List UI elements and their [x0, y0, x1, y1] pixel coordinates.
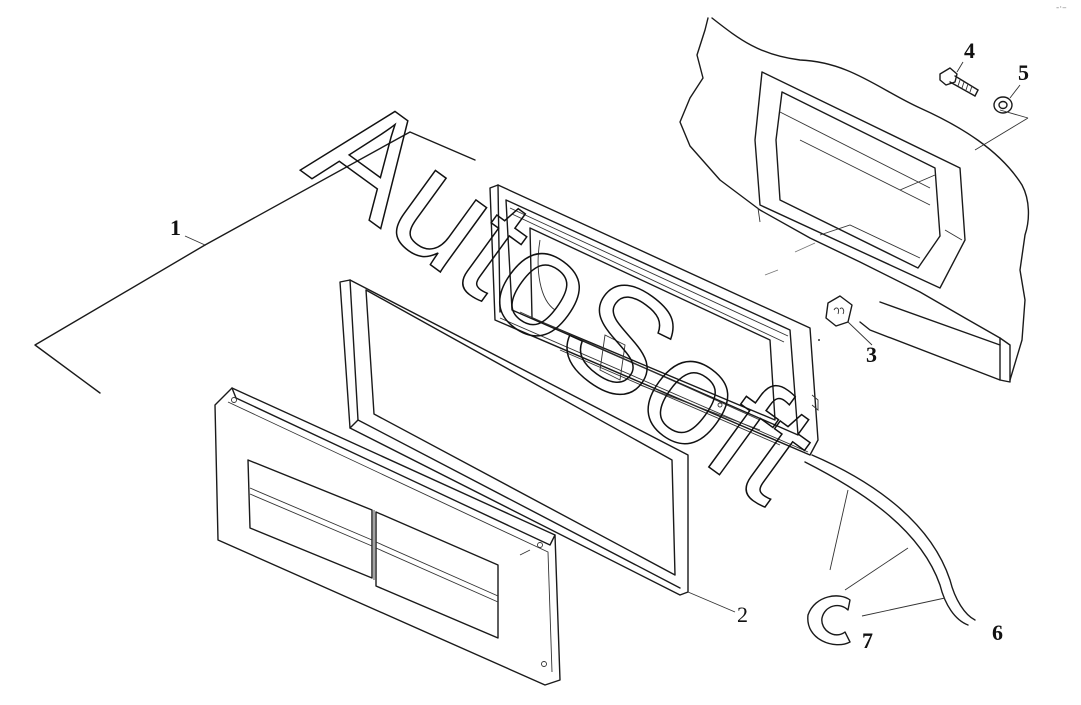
- part-label-1: 1: [170, 215, 181, 240]
- part-label-2: 2: [737, 602, 748, 627]
- part-label-5: 5: [1018, 60, 1029, 85]
- clip-part-3: [825, 295, 853, 327]
- part-label-4: 4: [964, 38, 975, 63]
- part-label-7: 7: [862, 628, 873, 653]
- weatherstrip-part-6: [804, 454, 976, 626]
- body-panel: [679, 17, 1030, 383]
- frame-assembly: [489, 184, 819, 456]
- part-label-6: 6: [992, 620, 1003, 645]
- bolt-part-4: [939, 67, 979, 97]
- clip-part-7: [807, 595, 851, 646]
- grille-part-1: [214, 387, 561, 686]
- part-label-3: 3: [866, 342, 877, 367]
- corner-mark: -·–: [1056, 3, 1067, 13]
- washer-part-5: [993, 96, 1013, 114]
